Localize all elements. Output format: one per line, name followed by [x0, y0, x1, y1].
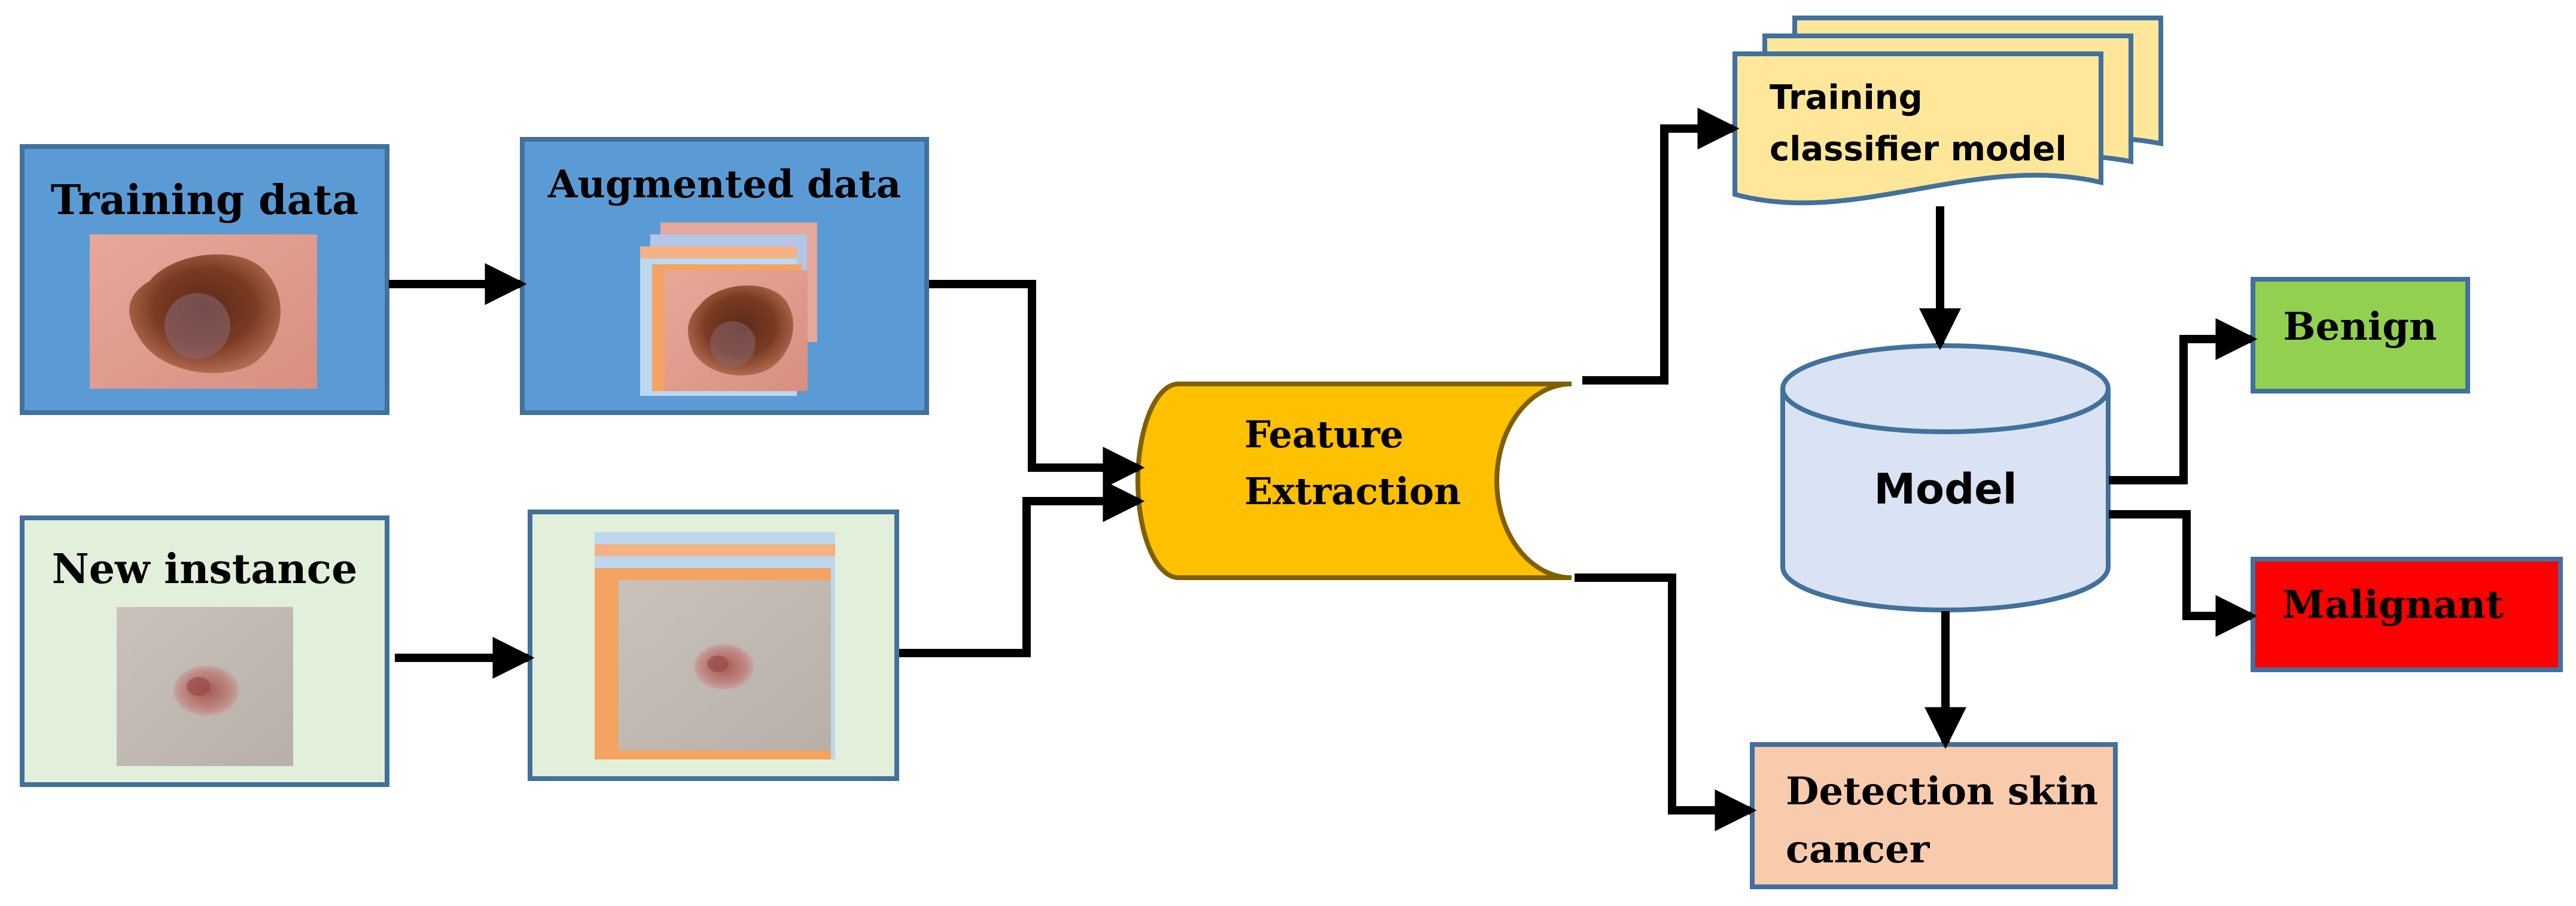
feature-extraction-label-line2: Extraction — [1244, 469, 1461, 513]
benign-label: Benign — [2283, 304, 2437, 349]
training-classifier-label-line2: classifier model — [1770, 130, 2067, 169]
arrow-feature-to-classifier — [1582, 108, 1740, 385]
training-lesion-image — [90, 234, 317, 389]
malignant-label: Malignant — [2282, 582, 2504, 627]
malignant-node: Malignant — [2251, 557, 2563, 672]
arrow-model-to-benign — [2109, 318, 2258, 484]
arrow-new-augmented-to-feature — [899, 480, 1145, 657]
detection-node: Detection skin cancer — [1750, 742, 2118, 889]
new-instance-node: New instance — [20, 515, 389, 787]
training-data-label: Training data — [51, 176, 358, 224]
augmented-stack-image — [640, 222, 817, 396]
detection-label-line2: cancer — [1786, 827, 1931, 872]
arrow-model-to-malignant — [2109, 510, 2258, 637]
new-instance-augmented-node — [528, 510, 899, 781]
training-classifier-label-line1: Training — [1770, 78, 1923, 117]
augmented-data-node: Augmented data — [520, 137, 929, 415]
training-data-node: Training data — [20, 144, 389, 415]
augmented-data-label: Augmented data — [547, 162, 901, 207]
feature-extraction-label-line1: Feature — [1244, 413, 1403, 456]
training-classifier-node: Training classifier model — [1732, 16, 2163, 206]
new-instance-stack-image — [595, 532, 835, 759]
benign-node: Benign — [2251, 277, 2470, 393]
new-instance-lesion-image — [117, 607, 293, 766]
model-label: Model — [1874, 465, 2017, 514]
model-node: Model — [1780, 343, 2111, 612]
arrow-feature-to-detection — [1575, 574, 1757, 831]
feature-extraction-node: Feature Extraction — [1135, 382, 1572, 580]
new-instance-label: New instance — [52, 545, 358, 593]
detection-label-line1: Detection skin — [1786, 769, 2098, 814]
arrow-augmented-to-feature — [929, 280, 1145, 489]
